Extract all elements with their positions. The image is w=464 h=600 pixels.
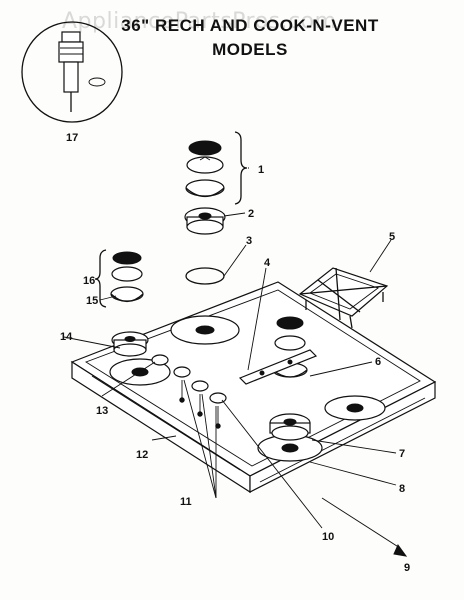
- control-knobs: [151, 354, 227, 429]
- callout-1: 1: [258, 164, 264, 176]
- callout-8: 8: [399, 483, 405, 495]
- callout-7: 7: [399, 448, 405, 460]
- callout-4: 4: [264, 257, 271, 269]
- callout-17: 17: [66, 132, 78, 144]
- diagram-title: 36" RECH AND COOK-N-VENT MODELS: [60, 14, 440, 62]
- callout-10: 10: [322, 531, 334, 543]
- part-1-burner-cap-assembly: [185, 131, 248, 205]
- part-16-left-burner-cap-assembly: [94, 249, 144, 308]
- part-3-seal-ring: [185, 267, 225, 285]
- callout-labels: 1 2 3 4 5 6 7 8 9 10 11 12 13 14 15 16 1…: [60, 132, 410, 574]
- callout-13: 13: [96, 405, 108, 417]
- callout-3: 3: [246, 235, 252, 247]
- part-17-igniter-inset: [21, 21, 123, 123]
- part-14-left-burner-base: [111, 331, 149, 357]
- part-2-burner-base: [184, 207, 226, 235]
- part-7-right-burner-base: [269, 413, 311, 441]
- burner-pan-front-right: [257, 434, 323, 462]
- callout-15: 15: [86, 295, 98, 307]
- part-9-arrow-head: [393, 544, 408, 557]
- part-4-manifold: [238, 349, 318, 385]
- watermark-text: AppliancePartsPros.com: [62, 9, 337, 34]
- callout-2: 2: [248, 208, 254, 220]
- callout-14: 14: [60, 331, 73, 343]
- title-line-1: 36" RECH AND COOK-N-VENT: [121, 16, 379, 35]
- cooktop-body: [70, 281, 437, 494]
- leader-lines: [63, 167, 401, 549]
- title-line-2: MODELS: [212, 40, 288, 59]
- callout-12: 12: [136, 449, 148, 461]
- callout-11: 11: [180, 496, 192, 508]
- callout-9: 9: [404, 562, 410, 574]
- callout-6: 6: [375, 356, 381, 368]
- burner-pan-back-right: [324, 395, 386, 421]
- burner-pan-back-left: [170, 315, 240, 345]
- callout-5: 5: [389, 231, 395, 243]
- part-5-burner-grate: [298, 267, 389, 329]
- callout-16: 16: [83, 275, 95, 287]
